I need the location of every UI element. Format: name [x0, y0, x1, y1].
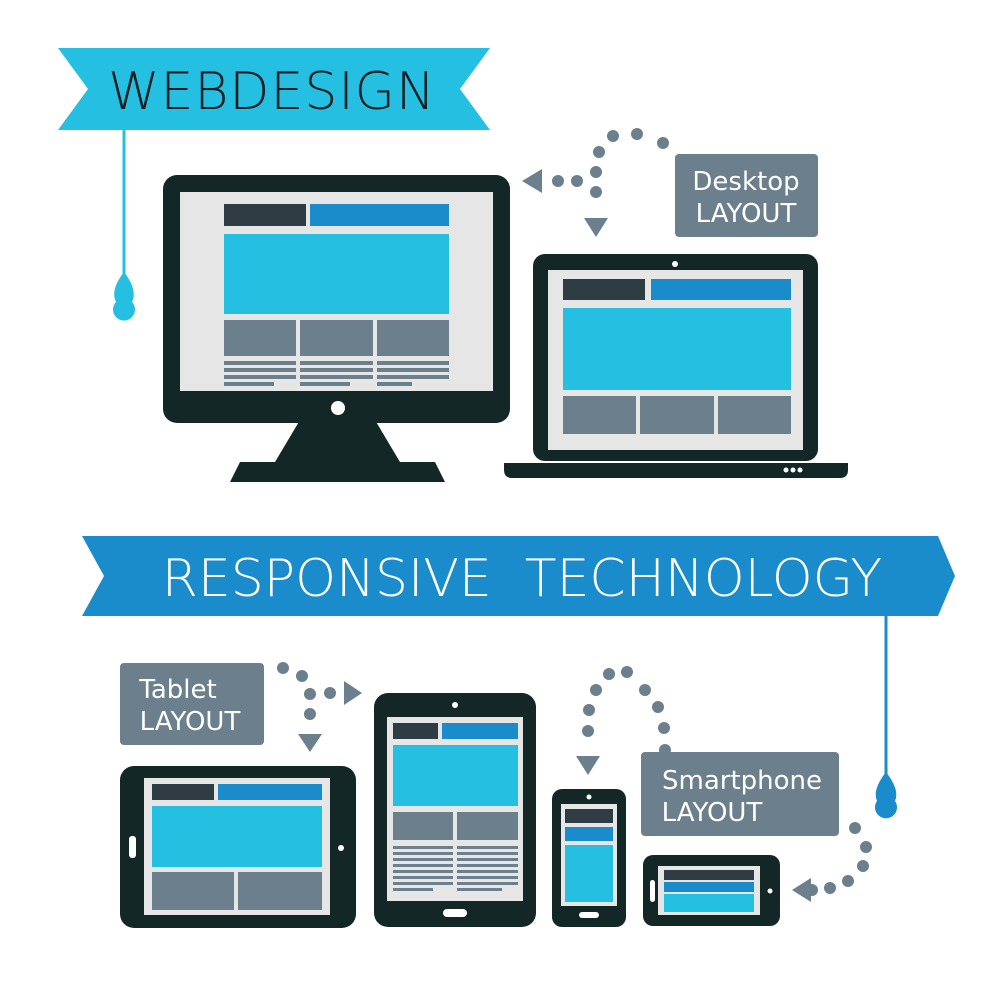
landscape-tablet-icon [120, 766, 356, 928]
responsive-technology-title: RESPONSIVE TECHNOLOGY [162, 549, 882, 609]
smartphone-icon [552, 789, 626, 927]
dotted-arrow-icon [522, 128, 669, 237]
desktop-layout-label: Desktop LAYOUT [675, 154, 818, 237]
dotted-arrow-icon [576, 666, 671, 775]
tablet-label-line2: LAYOUT [140, 707, 241, 737]
webdesign-title: WEBDESIGN [108, 62, 436, 122]
tablet-layout-label: Tablet LAYOUT [120, 663, 264, 745]
desktop-label-line1: Desktop [692, 167, 799, 197]
webdesign-banner: WEBDESIGN [58, 48, 490, 321]
portrait-tablet-icon [374, 693, 536, 927]
smartphone-layout-label: Smartphone LAYOUT [641, 752, 839, 836]
tablet-label-line1: Tablet [138, 675, 216, 705]
responsive-technology-banner: RESPONSIVE TECHNOLOGY [82, 536, 955, 819]
landscape-smartphone-icon [643, 855, 780, 926]
desktop-label-line2: LAYOUT [696, 199, 797, 229]
laptop-icon [504, 254, 848, 478]
dotted-arrow-icon [792, 822, 872, 902]
smartphone-label-line1: Smartphone [662, 766, 822, 796]
desktop-monitor-icon [163, 175, 510, 482]
smartphone-label-line2: LAYOUT [662, 798, 763, 828]
dotted-arrow-icon [277, 662, 362, 752]
